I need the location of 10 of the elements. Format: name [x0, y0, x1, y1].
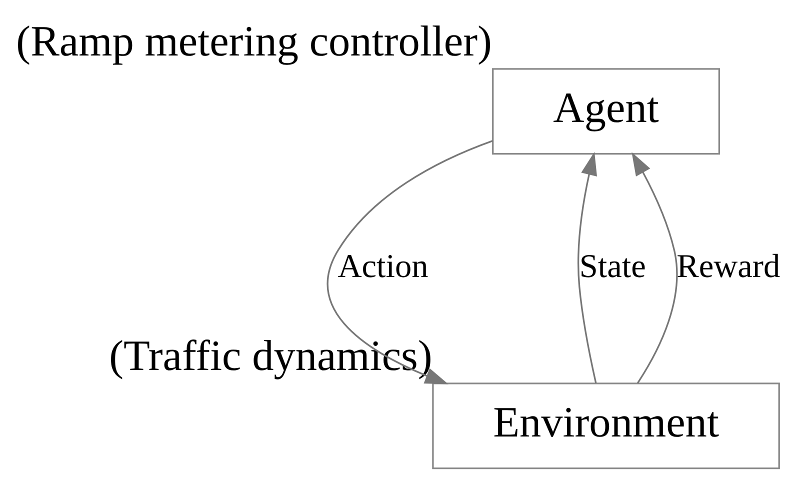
node-label: (Ramp metering controller): [16, 16, 492, 65]
node-box: Agent: [492, 68, 720, 154]
edge-label: Reward: [676, 247, 780, 284]
node-label: (Traffic dynamics): [109, 331, 432, 380]
edge-label: State: [579, 247, 646, 284]
arrow: [327, 140, 494, 384]
arrow: [632, 152, 678, 384]
node-box: Environment: [432, 382, 780, 469]
edge-label: Action: [338, 247, 428, 284]
arrow: [578, 151, 598, 383]
